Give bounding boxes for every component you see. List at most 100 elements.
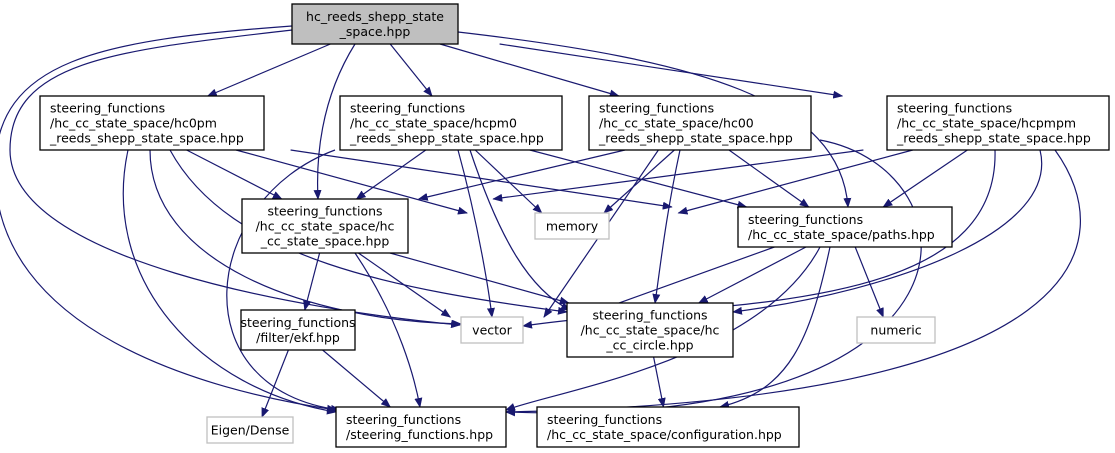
edge-hc0pm-to-memory: [235, 149, 468, 215]
node-box: [534, 212, 610, 240]
node-label-line: steering_functions: [748, 212, 863, 227]
edge-hcpm0-to-vector: [457, 149, 495, 318]
edge-hc00-to-hccc: [417, 149, 626, 201]
node-label-line: /filter/ekf.hpp: [256, 330, 340, 345]
node-box: [588, 95, 812, 151]
node-ekf[interactable]: steering_functions/filter/ekf.hpp: [240, 309, 356, 351]
node-label-line: _space.hpp: [339, 24, 411, 39]
node-label-line: vector: [472, 323, 513, 338]
node-sf[interactable]: steering_functions/steering_functions.hp…: [335, 406, 507, 448]
edge-hc00-to-sf: [505, 139, 922, 417]
node-box: [335, 406, 507, 448]
node-label-line: /hc_cc_state_space/hc0pm: [50, 116, 217, 131]
edge-root-to-vector: [9, 29, 461, 329]
node-box: [240, 309, 356, 351]
edge-hc00-to-circle: [652, 149, 681, 304]
node-label-line: /hc_cc_state_space/hc: [581, 323, 720, 338]
node-label-line: /hc_cc_state_space/hcpmpm: [897, 116, 1076, 131]
edge-paths-to-numeric: [854, 246, 884, 318]
node-box: [536, 406, 800, 448]
edge-hcpm0-to-sf: [226, 149, 341, 413]
node-label-line: steering_functions: [240, 315, 355, 330]
edge-hcpmpm-to-circle: [732, 149, 1043, 315]
edge-root-to-hc00: [439, 43, 620, 98]
node-box: [241, 198, 409, 254]
node-box: [856, 316, 936, 344]
edge-hccc-to-vector: [358, 252, 452, 318]
node-box: [737, 206, 953, 248]
node-label-line: /hc_cc_state_space/configuration.hpp: [547, 427, 782, 442]
edge-paths-to-sf: [505, 246, 821, 411]
node-hcpm0[interactable]: steering_functions/hc_cc_state_space/hcp…: [339, 95, 563, 151]
edge-root-to-sf: [0, 25, 337, 413]
node-memory: memory: [534, 212, 610, 240]
node-label-line: numeric: [870, 323, 921, 338]
edge-ekf-to-sf: [322, 349, 392, 408]
edge-hc0pm-to-sf: [122, 149, 337, 415]
node-label-line: steering_functions: [897, 101, 1012, 116]
node-label-line: steering_functions: [267, 204, 382, 219]
node-hc0pm[interactable]: steering_functions/hc_cc_state_space/hc0…: [39, 95, 265, 151]
node-config[interactable]: steering_functions/hc_cc_state_space/con…: [536, 406, 800, 448]
node-hc00[interactable]: steering_functions/hc_cc_state_space/hc0…: [588, 95, 812, 151]
edge-hc00-to-memory: [603, 149, 675, 214]
node-label-line: _reeds_shepp_state_space.hpp: [349, 131, 544, 146]
node-label-line: /hc_cc_state_space/paths.hpp: [748, 227, 935, 242]
node-numeric: numeric: [856, 316, 936, 344]
node-circle[interactable]: steering_functions/hc_cc_state_space/hc_…: [566, 302, 734, 358]
node-label-line: steering_functions: [350, 101, 465, 116]
edge-circle-to-config: [653, 356, 666, 408]
node-label-line: hc_reeds_shepp_state: [306, 9, 444, 24]
edge-hc00-to-paths: [728, 149, 810, 208]
edge-hc0pm-to-paths: [290, 149, 673, 210]
edge-hccc-to-ekf: [303, 252, 321, 311]
node-label-line: steering_functions: [592, 308, 707, 323]
edge-hcpmpm-to-memory: [677, 149, 913, 215]
node-label-line: _cc_circle.hpp: [605, 338, 693, 353]
node-root[interactable]: hc_reeds_shepp_state_space.hpp: [291, 3, 459, 45]
node-eigen: Eigen/Dense: [206, 416, 294, 444]
edge-hc0pm-to-vector: [149, 149, 462, 328]
edge-root-to-hcpm0: [389, 43, 433, 97]
node-label-line: _reeds_shepp_state_space.hpp: [49, 131, 244, 146]
node-hccc[interactable]: steering_functions/hc_cc_state_space/hc_…: [241, 198, 409, 254]
edge-root-to-hcpmpm: [499, 43, 844, 99]
node-box: [886, 95, 1110, 151]
node-label-line: steering_functions: [50, 101, 165, 116]
node-label-line: _reeds_shepp_state_space.hpp: [896, 131, 1091, 146]
edge-hc0pm-to-circle: [169, 149, 568, 315]
node-label-line: steering_functions: [547, 412, 662, 427]
edge-hcpmpm-to-sf: [505, 149, 1082, 416]
edge-hcpm0-to-circle: [469, 149, 571, 311]
node-label-line: /hc_cc_state_space/hcpm0: [350, 116, 517, 131]
node-box: [206, 416, 294, 444]
node-box: [566, 302, 734, 358]
node-label-line: steering_functions: [346, 412, 461, 427]
edge-hccc-to-circle: [389, 252, 570, 305]
node-box: [291, 3, 459, 45]
node-label-line: _cc_state_space.hpp: [260, 234, 390, 249]
edge-root-to-hc0pm: [206, 43, 331, 97]
edge-root-to-hccc: [313, 43, 356, 200]
node-box: [460, 316, 524, 344]
node-hcpmpm[interactable]: steering_functions/hc_cc_state_space/hcp…: [886, 95, 1110, 151]
node-label-line: Eigen/Dense: [211, 423, 290, 438]
edge-paths-to-circle: [697, 246, 807, 304]
node-label-line: /steering_functions.hpp: [346, 427, 493, 442]
node-box: [39, 95, 265, 151]
edge-hccc-to-sf: [354, 252, 423, 408]
node-box: [339, 95, 563, 151]
edge-paths-to-config: [719, 246, 831, 409]
node-vector: vector: [460, 316, 524, 344]
nodes-layer: hc_reeds_shepp_state_space.hpp steering_f…: [39, 3, 1110, 448]
edge-root-to-paths: [457, 31, 852, 208]
edges-layer: [0, 25, 1082, 418]
edge-hcpmpm-to-hccc: [492, 149, 864, 202]
node-label-line: /hc_cc_state_space/hc: [256, 219, 395, 234]
edge-hcpm0-to-hccc: [355, 149, 427, 200]
node-paths[interactable]: steering_functions/hc_cc_state_space/pat…: [737, 206, 953, 248]
edge-ekf-to-eigen: [261, 349, 289, 418]
edge-hc0pm-to-hccc: [186, 149, 283, 200]
node-label-line: _reeds_shepp_state_space.hpp: [598, 131, 793, 146]
